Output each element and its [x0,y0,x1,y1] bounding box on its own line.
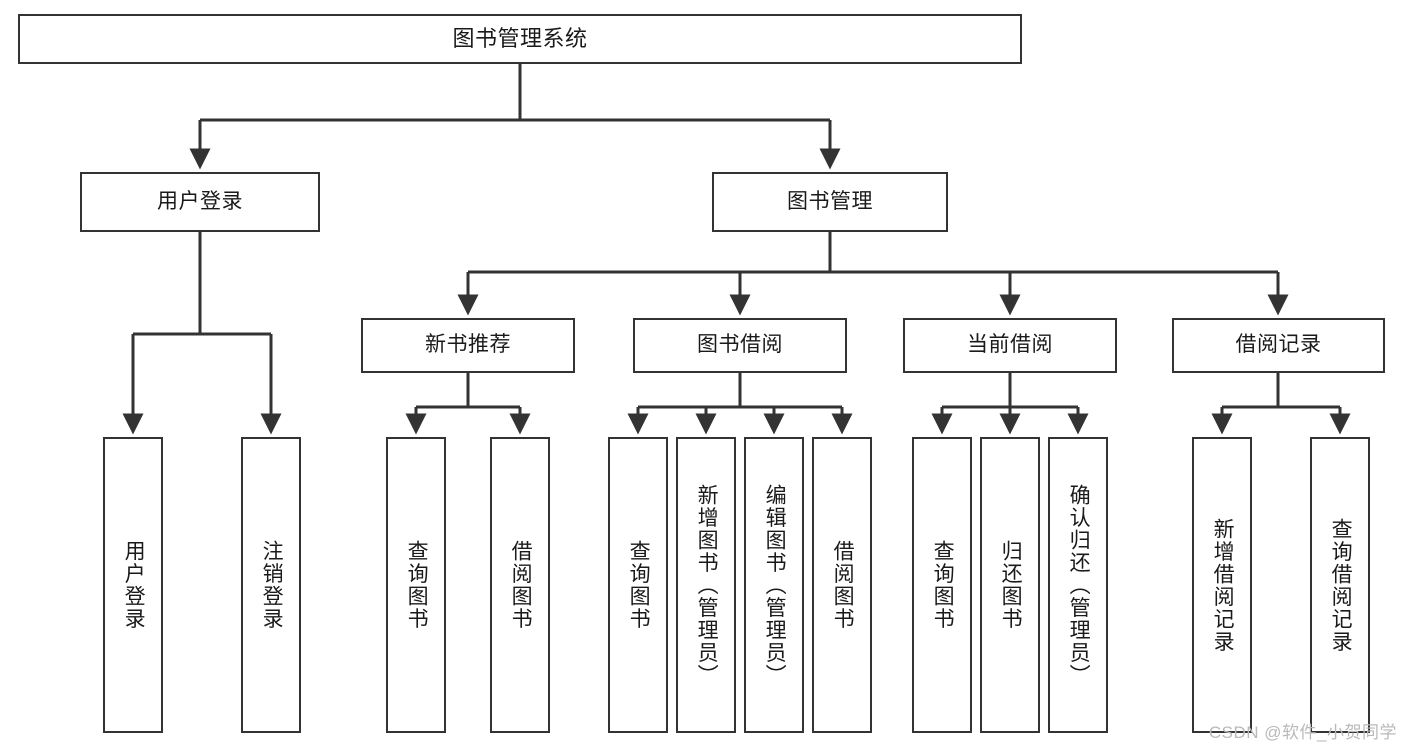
node-current-borrow[interactable]: 当前借阅 [903,318,1117,373]
node-label: 查询图书 [931,540,955,630]
node-book-management[interactable]: 图书管理 [712,172,948,232]
node-label: 新增借阅记录 [1211,517,1235,653]
node-new-book-recommend[interactable]: 新书推荐 [361,318,575,373]
node-label: 新增图书（管理员） [695,483,719,687]
node-label: 归还图书 [999,540,1023,630]
leaf-current-confirm-return[interactable]: 确认归还（管理员） [1048,437,1108,733]
node-label: 借阅记录 [1235,333,1322,357]
node-label: 图书管理 [787,189,873,213]
leaf-current-return-book[interactable]: 归还图书 [980,437,1040,733]
node-label: 当前借阅 [967,333,1053,357]
node-label: 借阅图书 [831,540,855,630]
watermark-text: CSDN @软件_小贺同学 [1208,723,1397,742]
node-label: 查询图书 [405,540,429,630]
node-label: 注销登录 [260,540,284,630]
leaf-borrow-borrow-book[interactable]: 借阅图书 [812,437,872,733]
leaf-borrow-edit-book[interactable]: 编辑图书（管理员） [744,437,804,733]
leaf-borrow-query-book[interactable]: 查询图书 [608,437,668,733]
node-label: 图书管理系统 [452,26,588,52]
node-borrow-records[interactable]: 借阅记录 [1172,318,1385,373]
node-label: 新书推荐 [425,333,511,357]
node-label: 借阅图书 [509,540,533,630]
leaf-user-login-login[interactable]: 用户登录 [103,437,163,733]
leaf-records-add-record[interactable]: 新增借阅记录 [1192,437,1252,733]
node-label: 确认归还（管理员） [1067,483,1091,687]
node-label: 用户登录 [157,189,243,213]
leaf-new-book-borrow[interactable]: 借阅图书 [490,437,550,733]
leaf-user-login-logout[interactable]: 注销登录 [241,437,301,733]
node-label: 编辑图书（管理员） [763,483,787,687]
leaf-current-query-book[interactable]: 查询图书 [912,437,972,733]
leaf-borrow-add-book[interactable]: 新增图书（管理员） [676,437,736,733]
node-label: 查询图书 [627,540,651,630]
node-user-login[interactable]: 用户登录 [80,172,320,232]
node-root-system[interactable]: 图书管理系统 [18,14,1022,64]
leaf-new-book-query[interactable]: 查询图书 [386,437,446,733]
node-label: 查询借阅记录 [1329,517,1353,653]
node-label: 图书借阅 [697,333,783,357]
leaf-records-query-record[interactable]: 查询借阅记录 [1310,437,1370,733]
node-book-borrow[interactable]: 图书借阅 [633,318,847,373]
node-label: 用户登录 [122,540,146,630]
